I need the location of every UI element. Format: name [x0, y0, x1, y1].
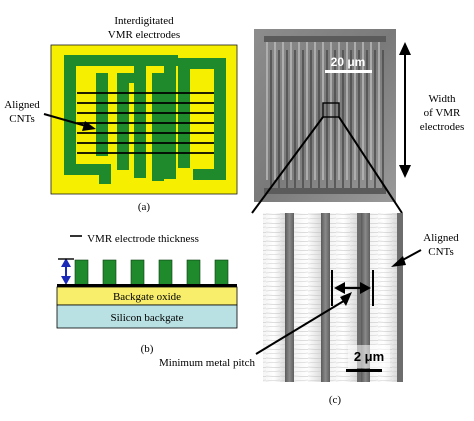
- pitch-arrow: [331, 270, 374, 306]
- width-label-line3: electrodes: [420, 121, 465, 133]
- silicon-label: Silicon backgate: [110, 312, 183, 324]
- aligned-cnts-a: [77, 92, 214, 154]
- bottom-scale-label: 2 μm: [354, 349, 384, 364]
- panel-a-title-line1: Interdigitated: [114, 15, 174, 27]
- electrode-left: [64, 55, 178, 184]
- panel-a-cnt-label-line1: Aligned: [4, 99, 40, 111]
- cnt-layer-b: [57, 284, 237, 287]
- top-scale-label: 20 μm: [331, 55, 366, 69]
- sem-bottom-stripes: [263, 213, 397, 382]
- electrode-cross-section: [74, 259, 229, 286]
- panel-a-title-line2: VMR electrodes: [108, 29, 180, 41]
- width-label-line2: of VMR: [424, 107, 461, 119]
- pitch-pointer: [255, 292, 352, 355]
- top-scale-bar: [325, 70, 372, 73]
- panel-c-caption: (c): [329, 394, 342, 406]
- thickness-arrow: [61, 258, 71, 285]
- bottom-scale-bar: [346, 369, 382, 372]
- panel-a: Interdigitated VMR electrodes: [4, 15, 238, 213]
- width-label-line1: Width: [428, 93, 456, 105]
- width-arrow: [399, 42, 411, 178]
- panel-a-pointer-arrow: [43, 113, 96, 131]
- sem-top-background: [254, 29, 396, 202]
- thickness-label: VMR electrode thickness: [87, 233, 199, 245]
- panel-c-cnt-arrow: [391, 249, 422, 267]
- oxide-label: Backgate oxide: [113, 291, 181, 303]
- pitch-label: Minimum metal pitch: [159, 357, 255, 369]
- panel-c-cnt-label-line2: CNTs: [428, 246, 454, 258]
- panel-a-cnt-label-line2: CNTs: [9, 113, 35, 125]
- zoom-lines: [251, 116, 403, 214]
- panel-b: VMR electrode thickness Backgate oxide S…: [56, 233, 238, 355]
- panel-c-cnt-label-line1: Aligned: [423, 232, 459, 244]
- electrode-right: [96, 58, 226, 181]
- panel-c-top-sem: 20 μm: [254, 29, 396, 202]
- silicon-backgate: [56, 304, 238, 329]
- panel-b-caption: (b): [141, 343, 154, 355]
- panel-c-bottom-sem: 2 μm: [263, 213, 403, 382]
- panel-a-caption: (a): [138, 201, 151, 213]
- zoom-box: [322, 102, 340, 118]
